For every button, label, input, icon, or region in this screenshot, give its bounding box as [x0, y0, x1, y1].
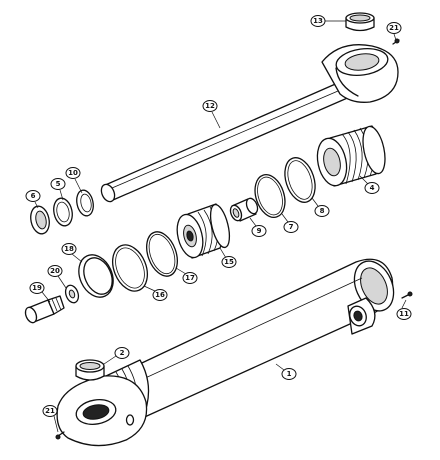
- callout-11: 11: [396, 308, 412, 320]
- svg-text:2: 2: [120, 349, 125, 357]
- svg-text:8: 8: [320, 207, 325, 215]
- callout-19: 19: [29, 282, 45, 294]
- callout-5: 5: [50, 178, 66, 190]
- callout-6: 6: [25, 190, 41, 202]
- rod-seal: [53, 197, 73, 227]
- svg-text:10: 10: [68, 169, 78, 177]
- piston-rod: [100, 44, 399, 203]
- cylinder-head: [316, 125, 386, 187]
- svg-text:6: 6: [31, 192, 36, 200]
- callout-9: 9: [251, 225, 267, 237]
- callout-7: 7: [283, 221, 299, 233]
- base-bushing: [75, 359, 105, 381]
- svg-text:13: 13: [313, 17, 323, 25]
- grease-fitting-barrel: [401, 291, 413, 299]
- leader-lines: [34, 20, 407, 433]
- svg-text:1: 1: [287, 370, 292, 378]
- callout-13: 13: [310, 15, 326, 27]
- svg-text:21: 21: [389, 24, 399, 32]
- piston-bolt: [24, 295, 65, 324]
- grease-fitting-bottom: [55, 431, 65, 440]
- svg-text:18: 18: [64, 245, 74, 253]
- lock-washer: [64, 284, 80, 304]
- piston-wear-ring: [78, 254, 114, 298]
- callout-21-top: 21: [386, 22, 402, 34]
- svg-text:7: 7: [289, 223, 294, 231]
- callout-21-bottom: 21: [42, 405, 58, 417]
- svg-text:21: 21: [45, 407, 55, 415]
- svg-text:19: 19: [32, 284, 42, 292]
- callout-18: 18: [61, 243, 77, 255]
- rod-spacer: [229, 197, 259, 222]
- callout-8: 8: [314, 205, 330, 217]
- rod-wear-ring: [76, 189, 94, 217]
- callout-2: 2: [114, 347, 130, 359]
- callout-16: 16: [152, 289, 168, 301]
- callout-15: 15: [221, 256, 237, 268]
- rod-eye-bushing: [345, 12, 375, 32]
- callout-12: 12: [202, 100, 218, 112]
- svg-text:4: 4: [370, 184, 375, 192]
- callout-17: 17: [182, 272, 198, 284]
- svg-text:16: 16: [155, 291, 165, 299]
- piston-seal: [112, 244, 148, 292]
- head-o-ring-inner: [254, 173, 286, 219]
- callout-4: 4: [364, 182, 380, 194]
- wiper-seal: [30, 205, 50, 235]
- svg-text:5: 5: [56, 180, 61, 188]
- svg-text:11: 11: [399, 310, 409, 318]
- head-o-ring-outer: [284, 157, 316, 203]
- piston: [176, 203, 231, 259]
- callout-10: 10: [65, 167, 81, 179]
- svg-text:20: 20: [50, 267, 60, 275]
- callout-20: 20: [47, 265, 63, 277]
- callout-1: 1: [281, 368, 297, 380]
- piston-ring-outer: [146, 231, 178, 277]
- svg-text:9: 9: [257, 227, 262, 235]
- svg-text:12: 12: [205, 102, 215, 110]
- cylinder-barrel: [56, 258, 395, 447]
- svg-text:15: 15: [224, 258, 234, 266]
- svg-text:17: 17: [185, 274, 195, 282]
